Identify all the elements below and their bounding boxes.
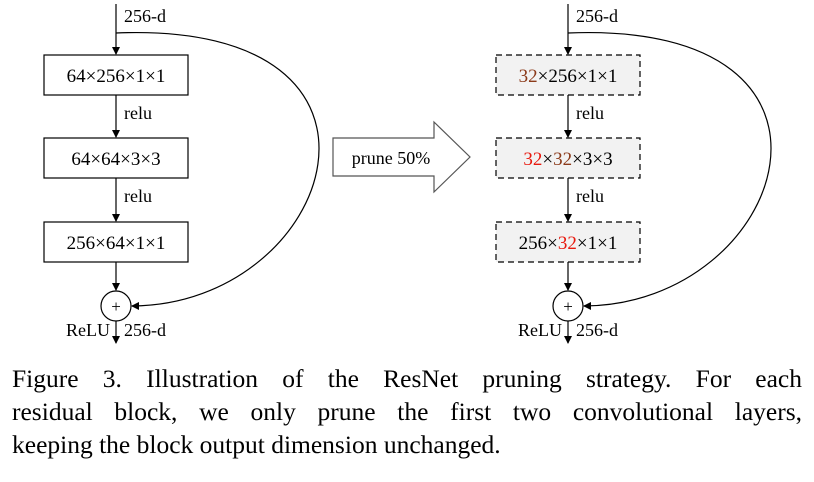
figure-caption: Figure 3. Illustration of the ResNet pru… xyxy=(12,362,802,461)
kernel-dims: ×1×1 xyxy=(577,233,617,254)
times-symbol: × xyxy=(542,149,553,170)
pruned-conv-layer-3-box xyxy=(495,221,641,263)
pruned-output-dimension-label: 256-d xyxy=(576,320,618,340)
original-residual-block: 256-d 64×256×1×1 relu 64×64×3×3 relu 256… xyxy=(43,4,320,344)
conv-layer-3-box xyxy=(43,221,189,263)
conv-layer-1-label: 64×256×1×1 xyxy=(67,66,166,87)
prune-arrow-label: prune 50% xyxy=(352,148,430,168)
pruned-activation-label-1: relu xyxy=(576,103,604,123)
output-dimension-label: 256-d xyxy=(124,320,166,340)
pruned-output-channels: 32 xyxy=(553,149,572,170)
pruned-activation-label-2: relu xyxy=(576,186,604,206)
pruned-sum-symbol: + xyxy=(563,297,573,316)
pruned-conv-layer-1-label: 32×256×1×1 xyxy=(519,66,618,87)
sum-symbol: + xyxy=(111,297,121,316)
kernel-dims: ×3×3 xyxy=(572,149,612,170)
prune-arrow-shape xyxy=(332,120,471,194)
kernel-dims: ×256×1×1 xyxy=(538,66,618,87)
caption-line-1: Figure 3. Illustration of the ResNet pru… xyxy=(12,364,802,393)
pruned-conv-layer-3-label: 256×32×1×1 xyxy=(519,233,618,254)
pruned-channel-count: 32 xyxy=(519,66,538,87)
output-activation-label: ReLU xyxy=(66,320,110,340)
caption-line-3: keeping the block output dimension uncha… xyxy=(12,430,501,459)
pruned-conv-layer-2-box xyxy=(495,137,641,179)
conv-layer-3-label: 256×64×1×1 xyxy=(67,233,166,254)
output-channels: 256× xyxy=(519,233,558,254)
caption-line-2: residual block, we only prune the first … xyxy=(12,397,802,426)
skip-connection xyxy=(115,32,320,310)
activation-label-2: relu xyxy=(124,186,152,206)
resnet-pruning-figure: 256-d 64×256×1×1 relu 64×64×3×3 relu 256… xyxy=(43,4,772,344)
input-dimension-label: 256-d xyxy=(124,6,166,26)
conv-layer-1-box xyxy=(43,54,189,96)
conv-layer-2-label: 64×64×3×3 xyxy=(71,149,160,170)
pruned-output-activation-label: ReLU xyxy=(518,320,562,340)
pruned-input-dimension-label: 256-d xyxy=(576,6,618,26)
activation-label-1: relu xyxy=(124,103,152,123)
pruned-conv-layer-2-label: 32×32×3×3 xyxy=(523,149,612,170)
conv-layer-2-box xyxy=(43,137,189,179)
pruned-residual-block: 256-d 32×256×1×1 relu 32×32×3×3 relu 256… xyxy=(495,4,772,344)
prune-arrow: prune 50% xyxy=(332,120,471,194)
pruned-input-channels: 32 xyxy=(523,149,542,170)
pruned-input-channels: 32 xyxy=(558,233,577,254)
pruned-skip-connection xyxy=(567,32,772,310)
